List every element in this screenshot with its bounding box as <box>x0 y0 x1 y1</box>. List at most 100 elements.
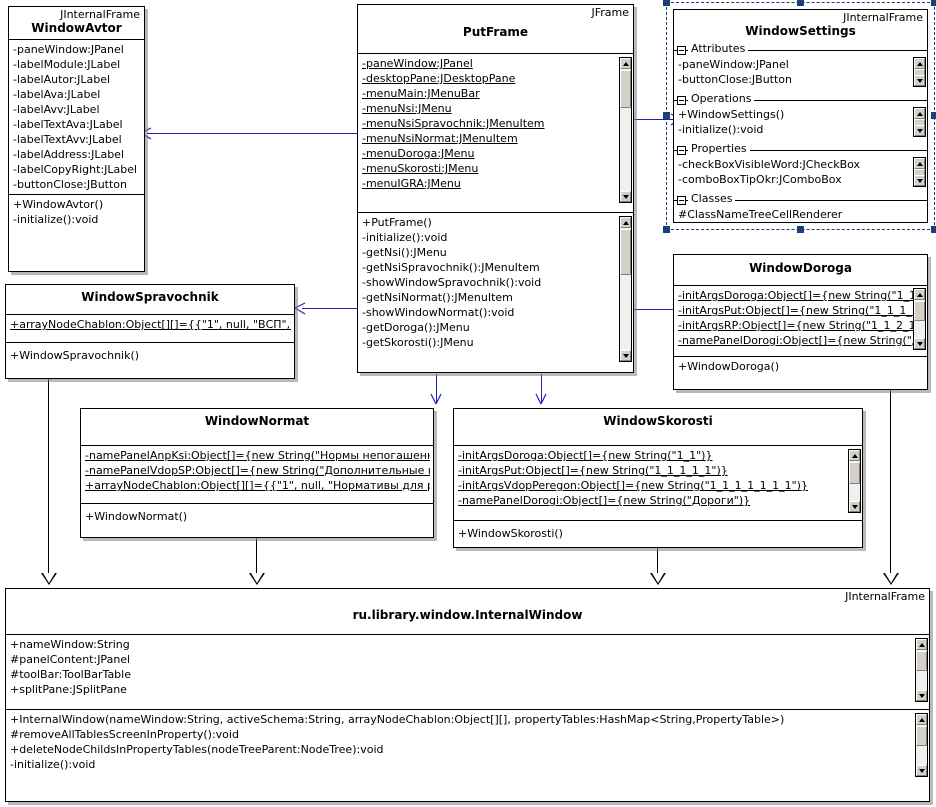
scroll-up-icon[interactable] <box>849 450 860 461</box>
scroll-thumb[interactable] <box>916 651 927 671</box>
group-operations[interactable]: Operations <box>674 92 927 107</box>
scroll-up-icon[interactable] <box>914 58 925 69</box>
attribute-row: #toolBar:ToolBarTable <box>10 668 131 681</box>
scroll-down-icon[interactable] <box>916 765 927 776</box>
operation-row: -getSkorosti():JMenu <box>362 336 474 349</box>
selection-handle-bottom-right[interactable] <box>931 226 936 233</box>
selection-handle-top-left[interactable] <box>663 0 670 6</box>
scroll-up-icon[interactable] <box>620 58 631 69</box>
windowavtor-class-name: WindowAvtor <box>31 21 122 35</box>
selection-handle-bottom-center[interactable] <box>797 226 804 233</box>
operation-row: -getNsiSpravochnik():JMenuItem <box>362 261 540 274</box>
internalwindow-attributes-scrollbar[interactable] <box>915 638 928 702</box>
windowspravochnik-sep-1 <box>6 314 294 315</box>
selection-handle-top-center[interactable] <box>797 0 804 6</box>
group-label: Attributes <box>688 42 749 56</box>
scroll-thumb[interactable] <box>916 726 927 746</box>
putframe-attributes: -paneWindow:JPanel -desktopPane:JDesktop… <box>358 54 633 212</box>
assoc-putframe-windowspravochnik-arrowhead <box>294 302 306 315</box>
scroll-thumb[interactable] <box>620 229 631 275</box>
scroll-down-icon[interactable] <box>914 175 925 186</box>
windowsettings-properties-scrollbar[interactable] <box>913 157 926 187</box>
windowspravochnik-header: WindowSpravochnik <box>6 285 294 308</box>
selection-handle-middle-left[interactable] <box>663 112 670 119</box>
internalwindow-operations: +InternalWindow(nameWindow:String, activ… <box>6 710 929 784</box>
gen-doroga-line <box>890 390 891 573</box>
windowskorosti-class-name: WindowSkorosti <box>603 414 713 428</box>
putframe-attributes-scrollbar[interactable] <box>619 57 632 203</box>
scroll-up-icon[interactable] <box>916 639 927 650</box>
attribute-row: -namePanelDorogi:Object[]={new String("Д… <box>458 494 751 507</box>
scroll-down-icon[interactable] <box>620 350 631 361</box>
scroll-up-icon[interactable] <box>914 108 925 119</box>
scroll-down-icon[interactable] <box>914 75 925 86</box>
attribute-row: -paneWindow:JPanel <box>362 57 473 70</box>
operation-row: -showWindowNormat():void <box>362 306 515 319</box>
attribute-row: -namePanelVdopSP:Object[]={new String("Д… <box>85 464 430 477</box>
gen-skorosti-triangle <box>650 573 666 585</box>
assoc-putframe-windownormat-arrowhead <box>430 393 442 405</box>
group-label: Operations <box>688 92 755 106</box>
scroll-down-icon[interactable] <box>620 191 631 202</box>
windowspravochnik-operations: +WindowSpravochnik() <box>6 343 294 365</box>
attribute-row: -initArgsPut:Object[]={new String("1_1_1… <box>678 304 924 317</box>
attribute-row: -initArgsDoroga:Object[]={new String("1_… <box>458 449 713 462</box>
windowskorosti-attributes-scrollbar[interactable] <box>848 449 861 513</box>
scroll-up-icon[interactable] <box>620 217 631 228</box>
collapse-toggle-icon[interactable] <box>677 146 686 155</box>
group-attributes[interactable]: Attributes <box>674 42 927 57</box>
internalwindow-operations-scrollbar[interactable] <box>915 713 928 777</box>
putframe-header: JFrame PutFrame <box>358 5 633 43</box>
property-row: -checkBoxVisibleWord:JCheckBox <box>678 158 861 171</box>
windowsettings-classes: #ClassNameTreeCellRenderer <box>674 207 927 222</box>
scroll-down-icon[interactable] <box>916 690 927 701</box>
scroll-thumb[interactable] <box>849 462 860 484</box>
operation-row: +WindowSettings() <box>678 108 785 121</box>
attribute-row: -labelAvv:JLabel <box>13 103 100 116</box>
selection-handle-top-right[interactable] <box>931 0 936 6</box>
windowdoroga-attributes-scrollbar[interactable] <box>913 288 926 350</box>
scroll-down-icon[interactable] <box>914 338 925 349</box>
class-box-windowskorosti[interactable]: WindowSkorosti -initArgsDoroga:Object[]=… <box>453 408 863 548</box>
windowavtor-operations: +WindowAvtor() -initialize():void <box>9 195 144 229</box>
windowsettings-operations-scrollbar[interactable] <box>913 107 926 137</box>
scroll-thumb[interactable] <box>914 301 925 321</box>
gen-normat-triangle <box>249 573 265 585</box>
collapse-toggle-icon[interactable] <box>677 96 686 105</box>
gen-normat-line <box>256 538 257 573</box>
putframe-stereotype: JFrame <box>591 6 629 19</box>
windowsettings-attributes-scrollbar[interactable] <box>913 57 926 87</box>
scroll-down-icon[interactable] <box>914 125 925 136</box>
scroll-up-icon[interactable] <box>914 158 925 169</box>
attribute-row: -initArgsVdopPeregon:Object[]={new Strin… <box>458 479 808 492</box>
putframe-operations-scrollbar[interactable] <box>619 216 632 362</box>
class-box-windowspravochnik[interactable]: WindowSpravochnik +arrayNodeChablon:Obje… <box>5 284 295 379</box>
class-box-windowdoroga[interactable]: WindowDoroga -initArgsDoroga:Object[]={n… <box>673 254 928 390</box>
group-classes[interactable]: Classes <box>674 192 927 207</box>
windowskorosti-sep-1 <box>454 445 862 446</box>
group-properties[interactable]: Properties <box>674 142 927 157</box>
class-box-windowsettings[interactable]: JInternalFrame WindowSettings Attributes… <box>673 9 928 223</box>
collapse-toggle-icon[interactable] <box>677 46 686 55</box>
collapse-toggle-icon[interactable] <box>677 196 686 205</box>
operation-row: -initialize():void <box>362 231 448 244</box>
attribute-row: +arrayNodeChablon:Object[][]={{"1", null… <box>85 479 430 492</box>
operation-row: +WindowDoroga() <box>678 360 780 373</box>
class-box-windowavtor[interactable]: JInternalFrame WindowAvtor -paneWindow:J… <box>8 6 145 272</box>
attribute-row: -labelAutor:JLabel <box>13 73 111 86</box>
scroll-thumb[interactable] <box>620 70 631 108</box>
windowdoroga-sep-2 <box>674 356 927 357</box>
windowavtor-header: JInternalFrame WindowAvtor <box>9 7 144 39</box>
group-rule <box>674 50 927 51</box>
putframe-sep-2 <box>358 212 633 213</box>
internalwindow-attributes: +nameWindow:String #panelContent:JPanel … <box>6 635 929 709</box>
scroll-down-icon[interactable] <box>849 501 860 512</box>
selection-handle-middle-right[interactable] <box>931 112 936 119</box>
selection-handle-bottom-left[interactable] <box>663 226 670 233</box>
scroll-up-icon[interactable] <box>914 289 925 300</box>
class-box-internalwindow[interactable]: JInternalFrame ru.library.window.Interna… <box>5 588 930 802</box>
class-box-putframe[interactable]: JFrame PutFrame -paneWindow:JPanel -desk… <box>357 4 634 373</box>
operation-row: +PutFrame() <box>362 216 432 229</box>
class-box-windownormat[interactable]: WindowNormat -namePanelAnpKsi:Object[]={… <box>80 408 434 538</box>
scroll-up-icon[interactable] <box>916 714 927 725</box>
